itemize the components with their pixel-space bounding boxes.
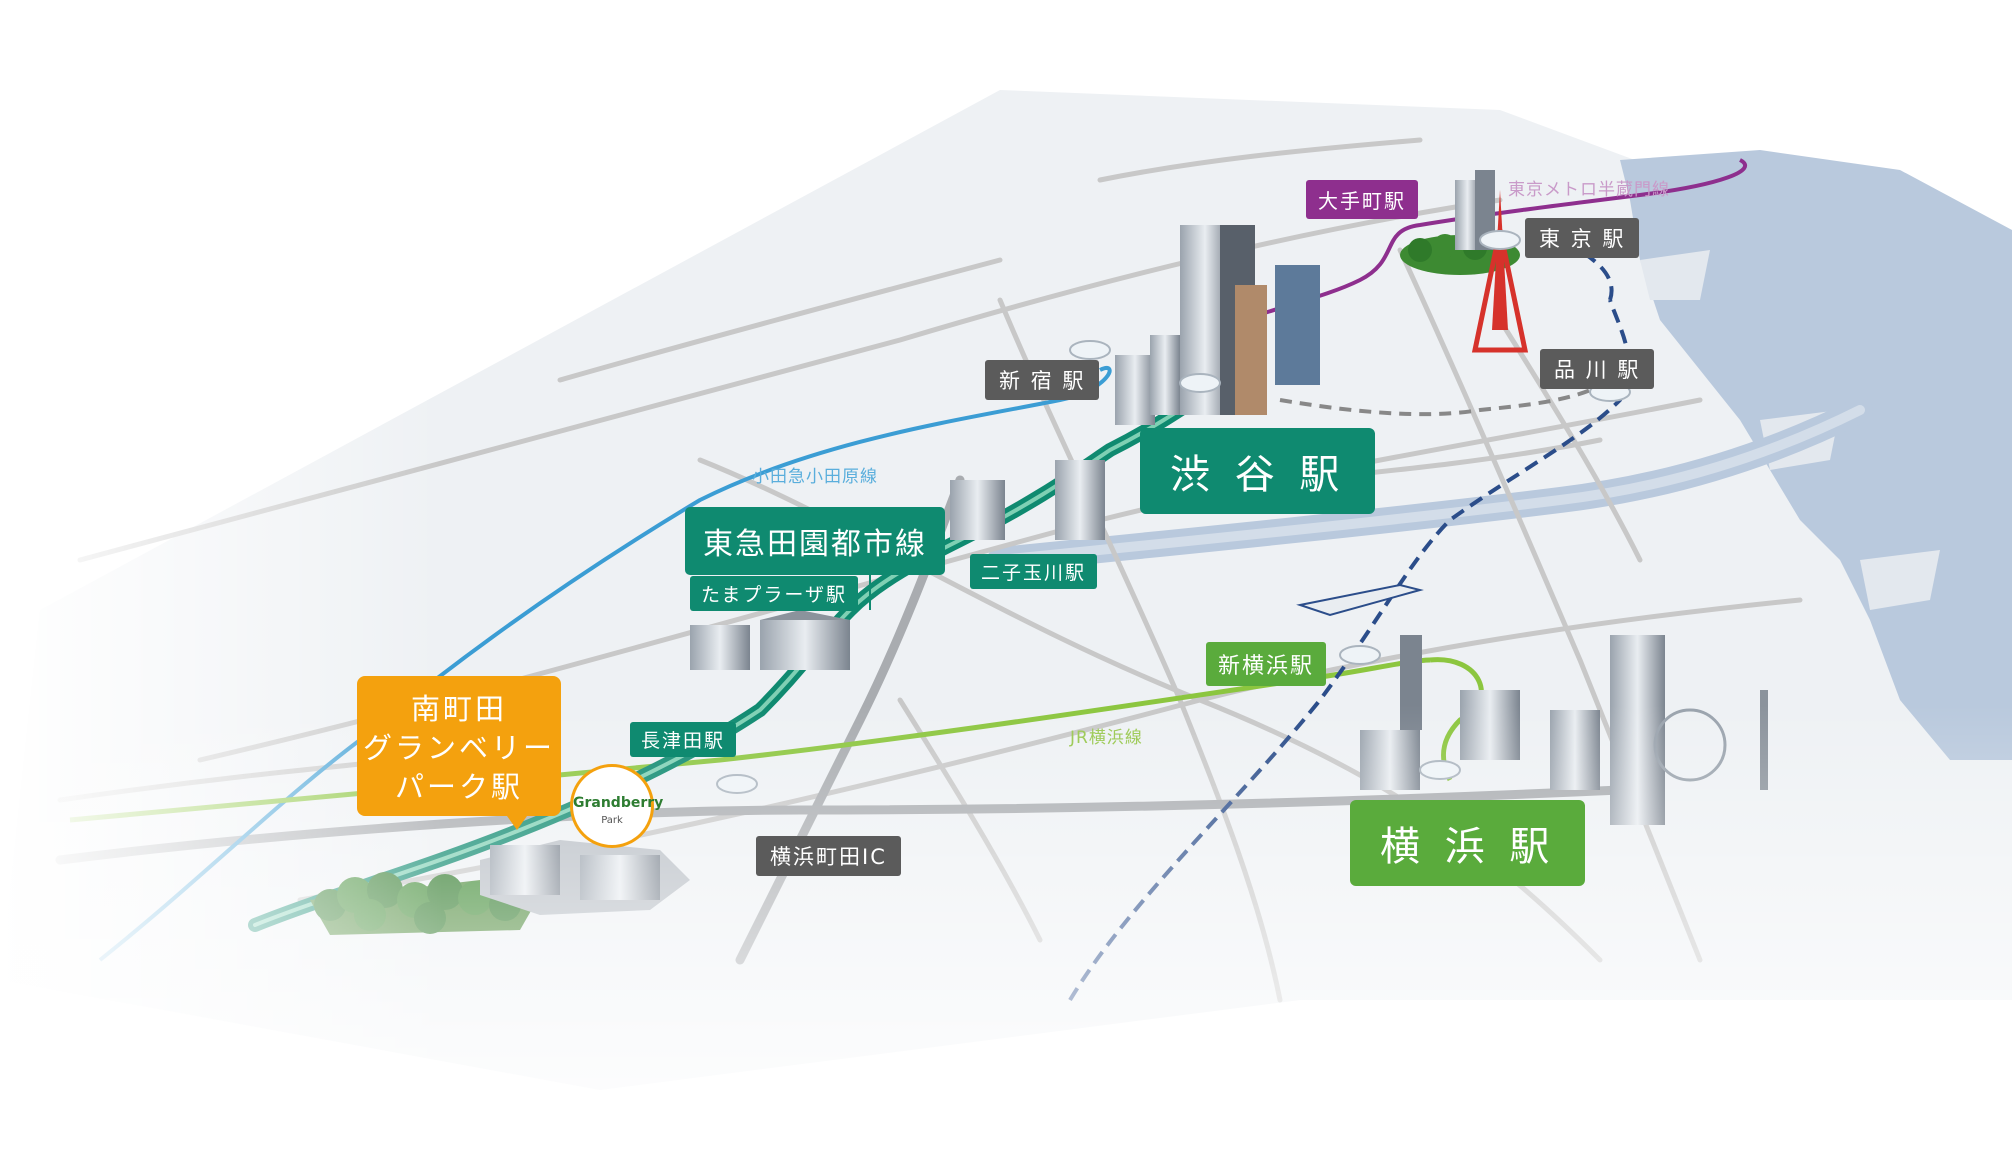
grandberry-park-logo: Grandberry Park: [570, 764, 664, 848]
station-label-tokyo: 東 京 駅: [1525, 218, 1640, 258]
line-label-jr-yokohama: JR横浜線: [1070, 728, 1143, 748]
station-label-tamaplaza: たまプラーザ駅: [690, 576, 859, 611]
station-name-line3: パーク駅: [394, 770, 523, 804]
station-label-yokohama: 横 浜 駅: [1350, 800, 1586, 886]
station-label-futakotamagawa: 二子玉川駅: [970, 554, 1098, 589]
station-label-minamimachida: 南町田 グランベリー パーク駅: [357, 676, 561, 830]
interchange-label-yokohama-machida: 横浜町田IC: [756, 836, 901, 876]
station-label-otemachi: 大手町駅: [1306, 180, 1418, 219]
station-name-line1: 南町田: [410, 692, 507, 726]
station-name-line2: グランベリー: [362, 731, 555, 765]
line-label-odakyu: 小田急小田原線: [752, 467, 878, 487]
logo-name: Grandberry: [573, 795, 664, 811]
station-label-shinyokohama: 新横浜駅: [1206, 642, 1327, 686]
station-label-shinjuku: 新 宿 駅: [985, 360, 1100, 400]
station-label-shinagawa: 品 川 駅: [1540, 349, 1655, 389]
line-label-hanzomon: 東京メトロ半蔵門線: [1508, 180, 1670, 200]
line-label-denentoshi: 東急田園都市線: [685, 507, 945, 575]
logo-sub: Park: [601, 815, 623, 826]
station-label-nagatsuta: 長津田駅: [630, 722, 737, 757]
station-label-shibuya: 渋 谷 駅: [1140, 428, 1376, 514]
